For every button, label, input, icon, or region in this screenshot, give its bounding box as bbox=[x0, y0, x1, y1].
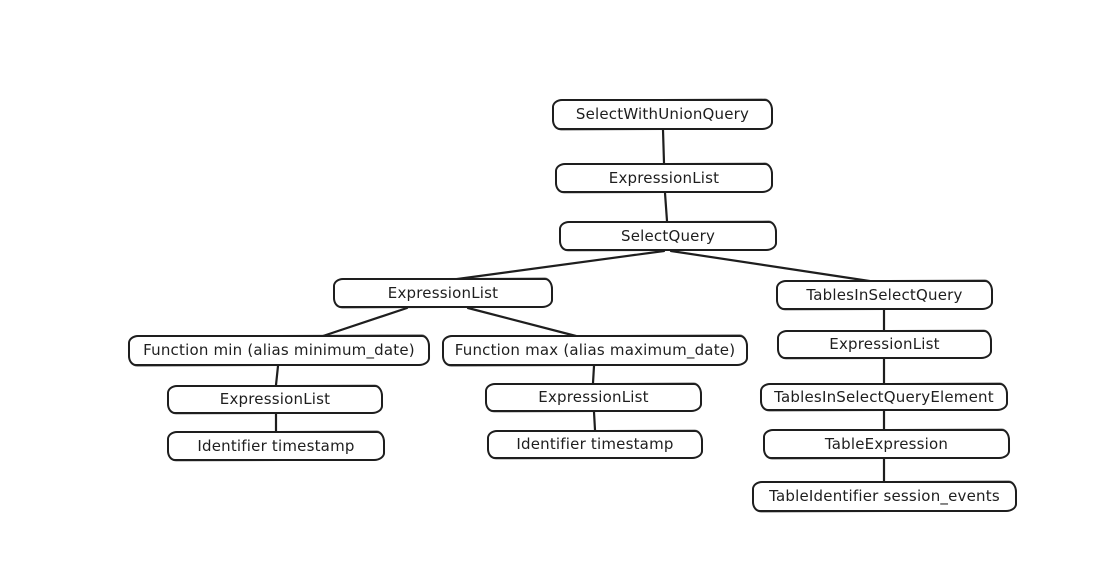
node-identifier-timestamp-min: Identifier timestamp bbox=[167, 431, 385, 461]
node-label: TableExpression bbox=[824, 434, 949, 453]
node-label: TablesInSelectQueryElement bbox=[774, 387, 994, 406]
node-label: Function min (alias minimum_date) bbox=[143, 341, 415, 359]
node-expression-list-max: ExpressionList bbox=[485, 383, 702, 412]
node-label: Identifier timestamp bbox=[197, 436, 355, 455]
node-label: Function max (alias maximum_date) bbox=[454, 341, 736, 359]
node-function-min: Function min (alias minimum_date) bbox=[128, 335, 430, 366]
node-expression-list-select: ExpressionList bbox=[333, 278, 553, 308]
node-tables-in-select-query-element: TablesInSelectQueryElement bbox=[760, 383, 1008, 411]
node-expression-list-root: ExpressionList bbox=[555, 163, 773, 193]
node-select-query: SelectQuery bbox=[559, 221, 777, 251]
node-label: SelectWithUnionQuery bbox=[575, 105, 750, 123]
node-label: ExpressionList bbox=[219, 390, 331, 408]
node-identifier-timestamp-max: Identifier timestamp bbox=[487, 430, 703, 459]
node-label: ExpressionList bbox=[829, 335, 940, 353]
node-label: ExpressionList bbox=[387, 283, 499, 302]
node-function-max: Function max (alias maximum_date) bbox=[442, 335, 748, 366]
node-label: ExpressionList bbox=[608, 168, 720, 187]
node-label: SelectQuery bbox=[620, 226, 716, 245]
node-label: Identifier timestamp bbox=[516, 435, 674, 453]
node-expression-list-min: ExpressionList bbox=[167, 385, 383, 414]
node-label: TableIdentifier session_events bbox=[769, 487, 1000, 505]
node-tables-in-select-query: TablesInSelectQuery bbox=[776, 280, 993, 310]
node-table-expression: TableExpression bbox=[763, 429, 1010, 459]
node-select-with-union-query: SelectWithUnionQuery bbox=[552, 99, 773, 130]
node-table-identifier-session-events: TableIdentifier session_events bbox=[752, 481, 1017, 512]
node-label: TablesInSelectQuery bbox=[806, 285, 963, 304]
node-expression-list-tables: ExpressionList bbox=[777, 330, 992, 359]
node-label: ExpressionList bbox=[538, 388, 649, 406]
